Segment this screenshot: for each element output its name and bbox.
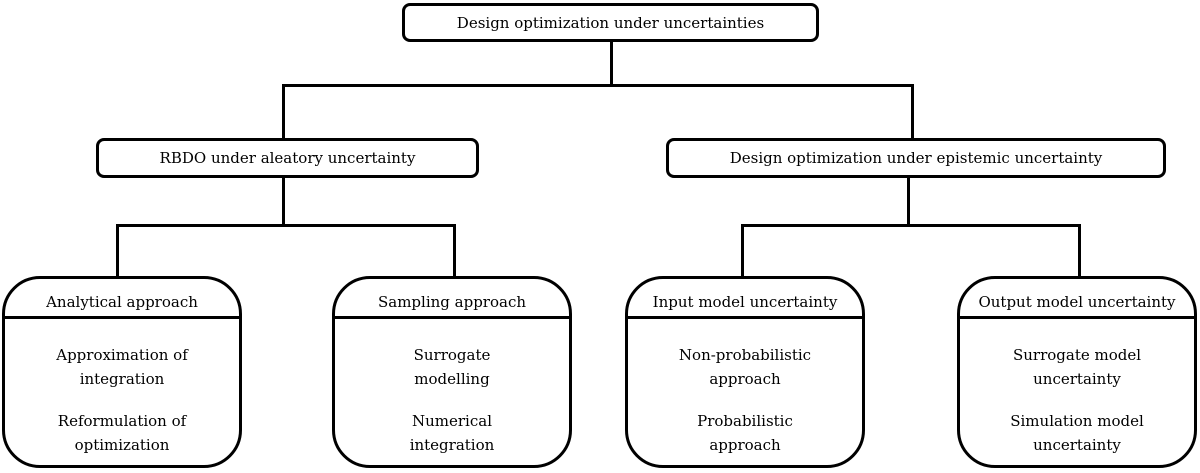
connector-to-input — [741, 224, 744, 278]
node-input-item-1: Non-probabilistic approach — [678, 346, 812, 388]
node-analytical-item-2: Reformulation of optimization — [57, 412, 187, 454]
node-input-item-2: Probabilistic approach — [697, 412, 793, 454]
connector-to-epistemic — [911, 84, 914, 139]
connector-rbdo-horizontal — [116, 224, 456, 227]
node-sampling-approach: Sampling approach Surrogate modelling Nu… — [332, 276, 572, 468]
node-analytical-approach-title: Analytical approach — [5, 279, 239, 319]
node-output-model-title: Output model uncertainty — [960, 279, 1194, 319]
node-output-item-1: Surrogate model uncertainty — [1012, 346, 1142, 388]
connector-to-output — [1078, 224, 1081, 278]
node-input-model-title: Input model uncertainty — [628, 279, 862, 319]
node-analytical-item-1: Approximation of integration — [56, 346, 188, 388]
node-sampling-approach-title: Sampling approach — [335, 279, 569, 319]
connector-to-analytical — [116, 224, 119, 278]
connector-epistemic-horizontal — [741, 224, 1081, 227]
connector-root-down — [610, 39, 613, 86]
node-rbdo-aleatory-label: RBDO under aleatory uncertainty — [159, 149, 416, 167]
node-input-model-uncertainty: Input model uncertainty Non-probabilisti… — [625, 276, 865, 468]
connector-to-sampling — [453, 224, 456, 278]
root-label: Design optimization under uncertainties — [456, 13, 765, 32]
connector-to-rbdo — [282, 84, 285, 139]
node-analytical-approach: Analytical approach Approximation of int… — [2, 276, 242, 468]
connector-epistemic-down — [907, 176, 910, 226]
node-rbdo-aleatory: RBDO under aleatory uncertainty — [96, 138, 479, 178]
node-sampling-item-2: Numerical integration — [409, 412, 495, 454]
node-output-item-2: Simulation model uncertainty — [1010, 412, 1144, 454]
connector-level1-horizontal — [282, 84, 914, 87]
node-epistemic: Design optimization under epistemic unce… — [666, 138, 1166, 178]
root-node: Design optimization under uncertainties — [402, 3, 819, 42]
node-sampling-item-1: Surrogate modelling — [413, 346, 491, 388]
node-epistemic-label: Design optimization under epistemic unce… — [729, 149, 1103, 167]
connector-rbdo-down — [282, 176, 285, 226]
node-output-model-uncertainty: Output model uncertainty Surrogate model… — [957, 276, 1197, 468]
